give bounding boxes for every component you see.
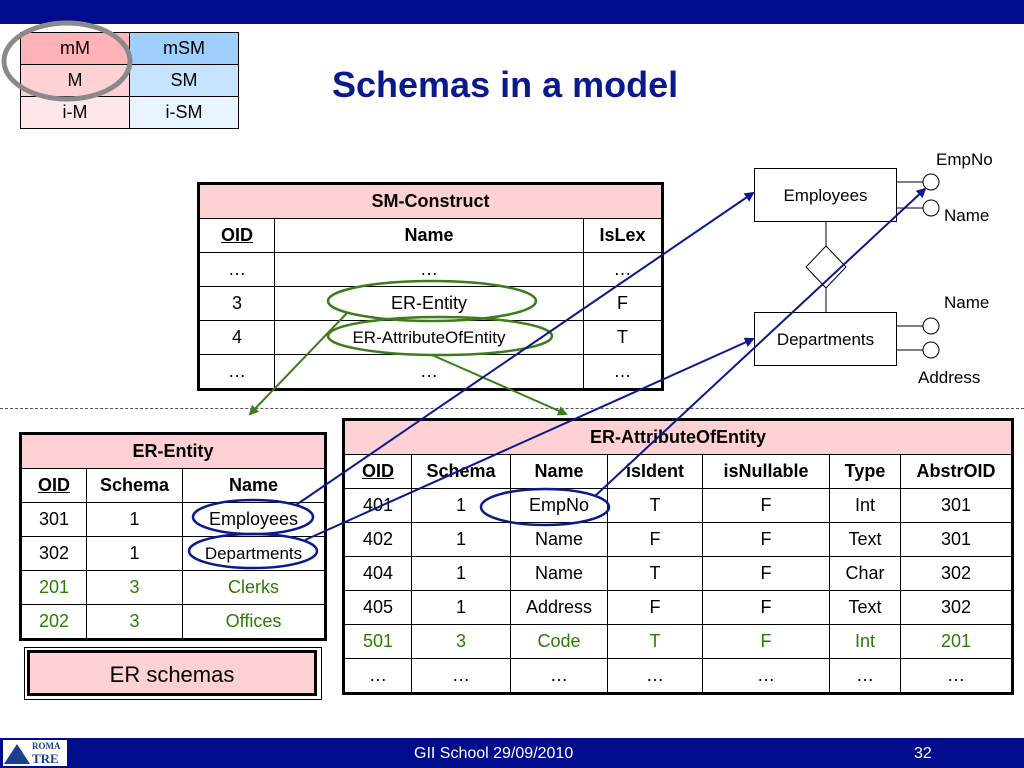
table-cell: 1 <box>411 556 511 591</box>
column-header: Name <box>510 454 608 489</box>
table-cell: Offices <box>182 604 326 640</box>
top-bar <box>0 0 1024 24</box>
table-cell: … <box>411 658 511 694</box>
table-row: 302 1 Departments <box>20 536 326 571</box>
employees-highlight-oval <box>191 498 315 536</box>
table-cell: … <box>607 658 703 694</box>
table-cell: 3 <box>86 604 183 640</box>
table-row: 202 3 Offices <box>20 604 326 640</box>
er-schemas-frame <box>24 647 322 700</box>
table-cell: Int <box>829 488 901 523</box>
table-title: ER-Entity <box>20 433 326 469</box>
legend-highlight-oval <box>1 20 133 102</box>
instance-arrow <box>295 191 755 506</box>
model-legend-table: mM mSM M SM i-M i-SM <box>20 32 239 129</box>
departments-entity: Departments <box>754 312 897 366</box>
column-header: isIdent <box>607 454 703 489</box>
table-cell: … <box>900 658 1013 694</box>
table-cell: 405 <box>343 590 412 625</box>
legend-cell-i-SM: i-SM <box>129 96 239 129</box>
column-header: Schema <box>86 468 183 503</box>
footer-caption: GII School 29/09/2010 <box>414 745 574 762</box>
er-attribute-highlight-oval <box>326 315 554 357</box>
section-divider <box>0 408 1024 409</box>
table-row: 402 1 Name F F Text 301 <box>343 522 1013 557</box>
logo-triangle-icon <box>4 744 30 764</box>
table-cell: 302 <box>20 536 87 571</box>
legend-cell-SM: SM <box>129 64 239 97</box>
table-row: 405 1 Address F F Text 302 <box>343 590 1013 625</box>
sm-construct-table: SM-Construct OID Name IsLex … … … 3 ER-E… <box>197 182 664 391</box>
table-cell: … <box>198 354 275 390</box>
empno-highlight-oval <box>479 487 611 527</box>
page-number: 32 <box>914 745 932 762</box>
empno-attribute-circle <box>922 173 940 191</box>
er-entity-table: ER-Entity OID Schema Name 301 1 Employee… <box>19 432 327 641</box>
table-cell: F <box>702 556 830 591</box>
table-row: … … … <box>198 354 663 390</box>
table-cell: Name <box>510 522 608 557</box>
construct-arrow <box>248 311 349 416</box>
empno-attribute-label: EmpNo <box>936 150 993 169</box>
column-header: AbstrOID <box>900 454 1013 489</box>
table-row: 501 3 Code T F Int 201 <box>343 624 1013 659</box>
name-attribute-label: Name <box>944 206 990 225</box>
table-row: … … … … … … … <box>343 658 1013 694</box>
table-cell: 302 <box>900 556 1013 591</box>
name-attribute-circle <box>922 317 940 335</box>
column-header: Type <box>829 454 901 489</box>
table-cell: 404 <box>343 556 412 591</box>
legend-cell-mM: mM <box>20 32 130 65</box>
table-cell: … <box>343 658 412 694</box>
column-header: isNullable <box>702 454 830 489</box>
table-cell: 1 <box>86 536 183 571</box>
instance-arrow <box>304 337 755 541</box>
construct-arrow <box>431 354 568 416</box>
table-cell: 301 <box>900 488 1013 523</box>
name-attribute-label: Name <box>944 293 990 312</box>
er-entity-highlight-oval <box>326 279 538 323</box>
table-title: ER-AttributeOfEntity <box>343 419 1013 455</box>
table-row: 301 1 Employees <box>20 502 326 537</box>
legend-cell-mSM: mSM <box>129 32 239 65</box>
address-attribute-circle <box>922 341 940 359</box>
column-header: Name <box>182 468 326 503</box>
table-cell: F <box>583 286 663 321</box>
table-cell: F <box>702 522 830 557</box>
address-attribute-label: Address <box>918 368 981 387</box>
table-cell: Departments <box>182 536 326 571</box>
table-cell: 3 <box>411 624 511 659</box>
employees-entity: Employees <box>754 168 897 222</box>
departments-highlight-oval <box>187 532 319 570</box>
footer-bar <box>0 738 1024 768</box>
table-cell: 3 <box>198 286 275 321</box>
logo-text: TRE <box>32 751 59 766</box>
table-cell: Code <box>510 624 608 659</box>
logo-text: ROMA <box>32 741 61 751</box>
legend-cell-i-M: i-M <box>20 96 130 129</box>
column-header: OID <box>20 468 87 503</box>
table-row: 201 3 Clerks <box>20 570 326 605</box>
table-cell: … <box>583 354 663 390</box>
table-cell: … <box>510 658 608 694</box>
name-attribute-circle <box>922 199 940 217</box>
table-cell: Int <box>829 624 901 659</box>
table-cell: T <box>607 488 703 523</box>
column-header: IsLex <box>583 218 663 253</box>
table-cell: F <box>702 590 830 625</box>
table-cell: 201 <box>20 570 87 605</box>
roma-tre-logo: ROMA TRE <box>3 740 67 766</box>
instance-arrow <box>594 187 927 497</box>
table-cell: 302 <box>900 590 1013 625</box>
slide-title: Schemas in a model <box>332 64 679 105</box>
er-schemas-label: ER schemas <box>27 650 317 696</box>
table-cell: … <box>198 252 275 287</box>
table-title: SM-Construct <box>198 183 663 219</box>
